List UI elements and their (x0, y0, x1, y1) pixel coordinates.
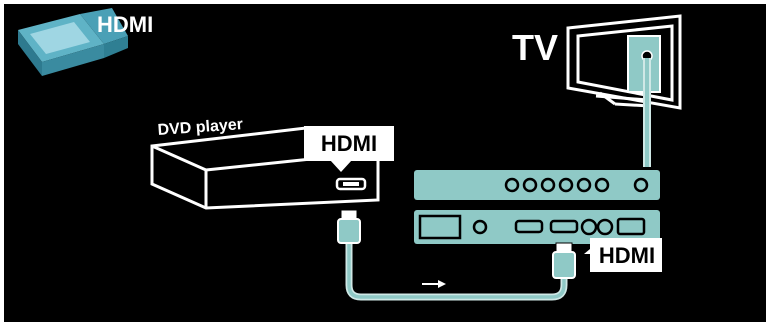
tv-hdmi-callout (590, 238, 662, 272)
dvd-hdmi-callout (304, 126, 394, 161)
tv-panel-top (414, 170, 660, 200)
dvd-cable-plug (337, 209, 361, 244)
right-arrow-icon (422, 280, 446, 288)
dvd-hdmi-port (335, 177, 367, 191)
tv-label: TV (512, 27, 558, 68)
dvd-hdmi-label: HDMI (321, 131, 377, 156)
dvd-player-label: DVD player (157, 116, 243, 139)
dvd-callout-pointer (330, 160, 352, 172)
header-title: HDMI (97, 12, 153, 37)
hdmi-cable (347, 240, 566, 299)
tv-hdmi-label: HDMI (599, 243, 655, 268)
hdmi-plug-icon (18, 8, 128, 76)
tv-cable-plug (552, 242, 576, 279)
tv-panel-bottom (414, 210, 660, 244)
